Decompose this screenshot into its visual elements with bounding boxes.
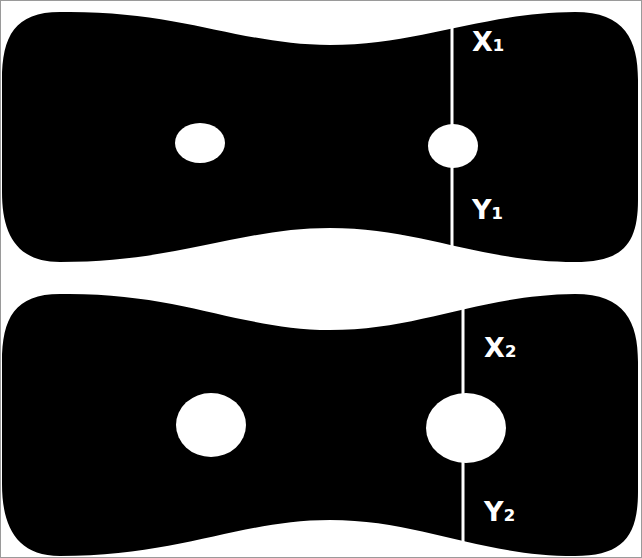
hole: [176, 393, 246, 457]
plate-shape: [2, 12, 638, 262]
upper-plate: [2, 12, 638, 262]
dimension-label: X₁: [472, 28, 505, 55]
plate-shape: [2, 294, 638, 556]
section-line: [462, 294, 465, 556]
section-line: [451, 12, 454, 262]
lower-plate: [2, 294, 638, 556]
hole: [426, 393, 506, 463]
dimension-label: X₂: [484, 334, 517, 361]
dimension-label: Y₁: [472, 196, 503, 223]
dimension-label: Y₂: [484, 498, 515, 525]
hole: [175, 123, 225, 163]
